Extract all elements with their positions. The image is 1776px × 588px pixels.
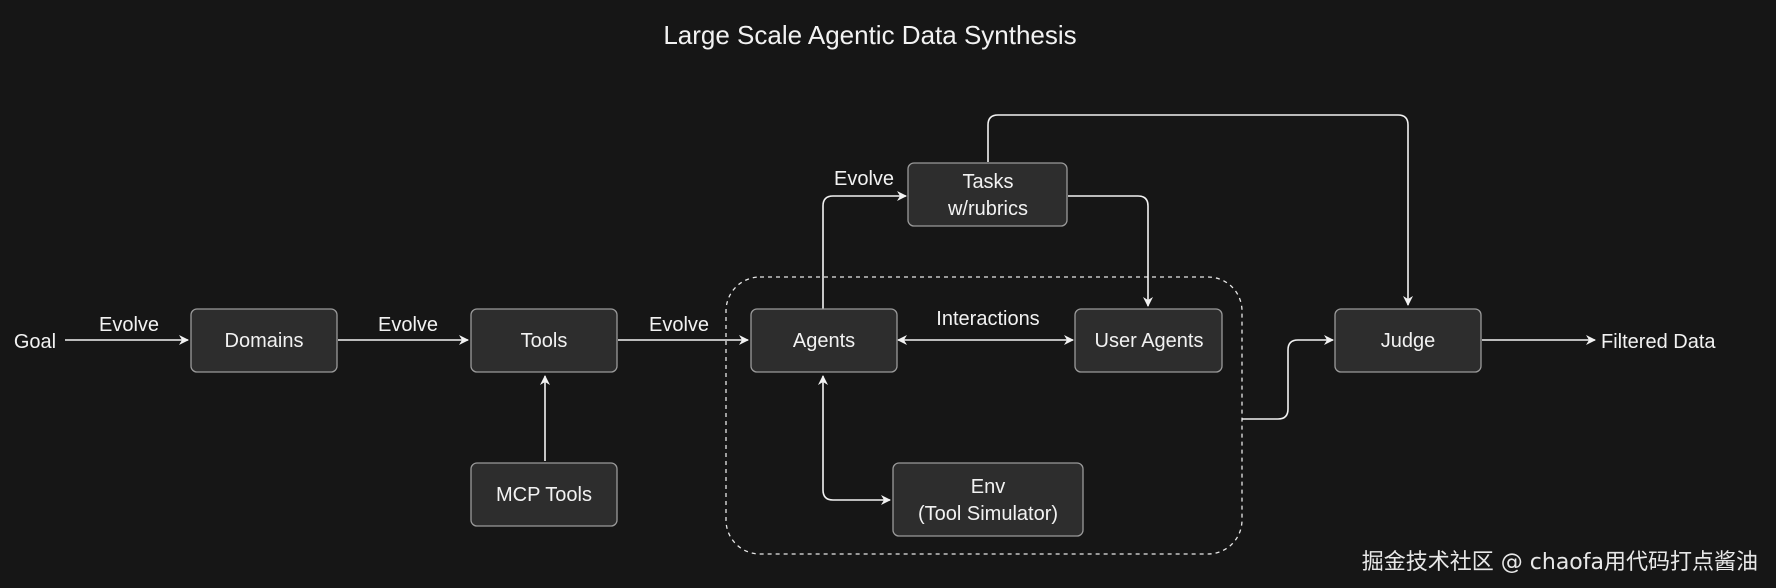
node-judge-label: Judge xyxy=(1381,330,1436,352)
node-tools-label: Tools xyxy=(521,330,568,352)
node-env-label-line1: Env xyxy=(971,476,1005,498)
node-domains: Domains xyxy=(190,308,338,373)
node-tools: Tools xyxy=(470,308,618,373)
edge-label-tools-agents: Evolve xyxy=(649,314,709,336)
node-user-agents-label: User Agents xyxy=(1095,330,1204,352)
watermark-text: 掘金技术社区 @ chaofa用代码打点酱油 xyxy=(1361,550,1758,575)
edge-label-interactions: Interactions xyxy=(936,308,1039,330)
node-tasks: Tasks w/rubrics xyxy=(907,162,1068,227)
node-tasks-label-line2: w/rubrics xyxy=(947,198,1028,220)
node-filtered-data: Filtered Data xyxy=(1601,331,1716,353)
node-domains-label: Domains xyxy=(225,330,304,352)
node-env: Env (Tool Simulator) xyxy=(892,462,1084,537)
edge-group-judge xyxy=(1242,335,1334,420)
node-user-agents: User Agents xyxy=(1074,308,1223,373)
edge-label-agents-tasks: Evolve xyxy=(834,168,894,190)
edge-tasks-user-agents xyxy=(1068,195,1153,307)
node-agents-label: Agents xyxy=(793,330,855,352)
node-judge: Judge xyxy=(1334,308,1482,373)
edge-agents-tasks xyxy=(822,191,907,310)
node-agents: Agents xyxy=(750,308,898,373)
edge-tasks-judge xyxy=(987,114,1413,306)
node-env-label-line2: (Tool Simulator) xyxy=(918,503,1058,525)
node-goal: Goal xyxy=(14,331,56,353)
edge-label-domains-tools: Evolve xyxy=(378,314,438,336)
edge-label-goal-domains: Evolve xyxy=(99,314,159,336)
agent-interaction-group xyxy=(725,276,1243,555)
node-mcp-tools-label: MCP Tools xyxy=(496,484,592,506)
diagram-title: Large Scale Agentic Data Synthesis xyxy=(663,20,1076,50)
node-mcp-tools: MCP Tools xyxy=(470,462,618,527)
node-tasks-label-line1: Tasks xyxy=(962,171,1013,193)
edge-agents-env xyxy=(818,375,891,505)
